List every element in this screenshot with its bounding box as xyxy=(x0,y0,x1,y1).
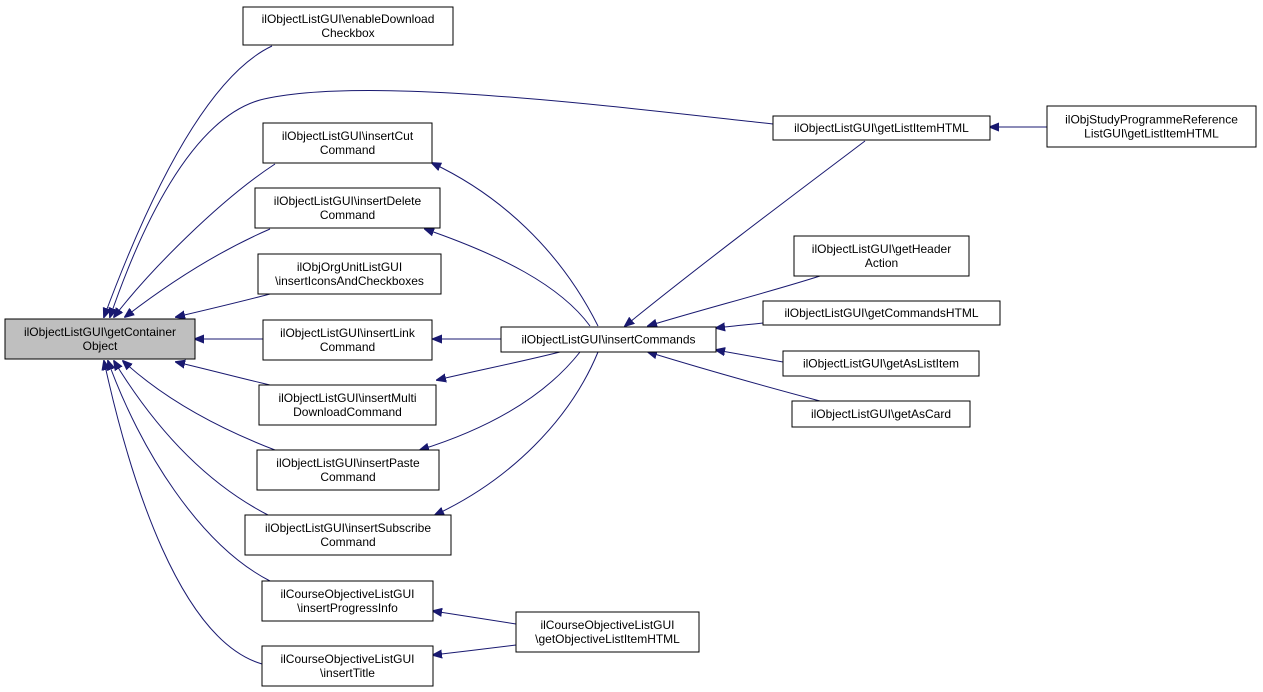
node-box xyxy=(4,318,196,360)
edge-insertMultiDownloadCommand-to-getContainerObject xyxy=(176,362,271,386)
node-label: Command xyxy=(320,143,375,157)
node-box xyxy=(242,6,454,46)
edge-insertCommands-to-insertCutCommand xyxy=(432,163,599,327)
edge-getAsListItem-to-insertCommands xyxy=(716,350,784,363)
edge-getListItemHTML-to-insertCommands xyxy=(625,140,866,326)
edge-getObjectiveListItemHTML-to-insertTitle xyxy=(433,644,517,655)
node-label: \insertIconsAndCheckboxes xyxy=(275,274,424,288)
node-box xyxy=(791,400,971,428)
node-getAsListItem[interactable]: ilObjectListGUI\getAsListItem xyxy=(782,350,980,377)
node-box xyxy=(262,122,433,164)
node-insertCommands[interactable]: ilObjectListGUI\insertCommands xyxy=(500,326,717,353)
edge-insertDeleteCommand-to-getContainerObject xyxy=(125,228,271,317)
edge-getObjectiveListItemHTML-to-insertProgressInfo xyxy=(433,611,517,625)
node-label: Command xyxy=(320,470,375,484)
edge-insertCommands-to-insertDeleteCommand xyxy=(425,229,591,327)
node-label: ilCourseObjectiveListGUI xyxy=(280,652,414,666)
node-insertTitle[interactable]: ilCourseObjectiveListGUI\insertTitle xyxy=(261,645,434,687)
node-label: ilObjectListGUI\getAsCard xyxy=(811,407,951,421)
edge-insertCommands-to-insertSubscribeCommand xyxy=(435,351,599,515)
edge-insertCutCommand-to-getContainerObject xyxy=(114,163,276,317)
node-getAsCard[interactable]: ilObjectListGUI\getAsCard xyxy=(791,400,971,428)
node-box xyxy=(262,319,433,361)
nodes-layer: ilObjectListGUI\getContainerObjectilObje… xyxy=(4,6,1257,687)
edge-getHeaderAction-to-insertCommands xyxy=(648,275,821,326)
node-label: \insertProgressInfo xyxy=(297,601,398,615)
node-box xyxy=(256,449,440,491)
node-label: \getObjectiveListItemHTML xyxy=(535,632,680,646)
node-label: ilObjOrgUnitListGUI xyxy=(297,260,402,274)
node-box xyxy=(793,235,970,277)
node-getCommandsHTML[interactable]: ilObjectListGUI\getCommandsHTML xyxy=(762,300,1001,326)
edge-insertPasteCommand-to-getContainerObject xyxy=(123,361,276,451)
node-box xyxy=(261,580,434,622)
node-getListItemHTML[interactable]: ilObjectListGUI\getListItemHTML xyxy=(772,115,991,141)
node-label: Object xyxy=(83,339,118,353)
node-label: Command xyxy=(320,340,375,354)
node-label: ilObjectListGUI\getListItemHTML xyxy=(794,121,969,135)
node-label: ilCourseObjectiveListGUI xyxy=(540,618,674,632)
node-box xyxy=(500,326,717,353)
node-label: ListGUI\getListItemHTML xyxy=(1084,127,1219,141)
node-label: ilObjectListGUI\getCommandsHTML xyxy=(784,306,978,320)
node-box xyxy=(244,514,452,556)
node-box xyxy=(1046,105,1257,148)
node-insertMultiDownloadCommand[interactable]: ilObjectListGUI\insertMultiDownloadComma… xyxy=(258,384,437,426)
edge-insertSubscribeCommand-to-getContainerObject xyxy=(114,361,269,516)
node-getObjectiveListItemHTML[interactable]: ilCourseObjectiveListGUI\getObjectiveLis… xyxy=(515,611,700,653)
node-box xyxy=(254,187,441,229)
edge-getCommandsHTML-to-insertCommands xyxy=(716,323,764,328)
edge-getListItemHTML-to-getContainerObject xyxy=(110,89,774,317)
node-label: DownloadCommand xyxy=(293,405,402,419)
node-studyProgrammeGetListItemHTML[interactable]: ilObjStudyProgrammeReferenceListGUI\getL… xyxy=(1046,105,1257,148)
node-box xyxy=(515,611,700,653)
node-insertIconsAndCheckboxes[interactable]: ilObjOrgUnitListGUI\insertIconsAndCheckb… xyxy=(257,253,442,295)
node-label: Command xyxy=(320,208,375,222)
node-box xyxy=(261,645,434,687)
node-label: ilObjectListGUI\getHeader xyxy=(812,242,951,256)
edge-insertProgressInfo-to-getContainerObject xyxy=(108,361,271,582)
node-box xyxy=(762,300,1001,326)
edge-insertTitle-to-getContainerObject xyxy=(104,361,263,665)
node-label: ilObjectListGUI\insertPaste xyxy=(276,456,420,470)
edge-insertCommands-to-insertMultiDownloadCommand xyxy=(437,351,561,380)
node-box xyxy=(257,253,442,295)
node-label: \insertTitle xyxy=(320,666,375,680)
node-label: ilObjectListGUI\insertCut xyxy=(282,129,414,143)
node-label: Action xyxy=(865,256,898,270)
node-box xyxy=(782,350,980,377)
node-label: ilObjStudyProgrammeReference xyxy=(1065,113,1238,127)
node-label: ilObjectListGUI\insertDelete xyxy=(274,194,422,208)
node-label: ilObjectListGUI\getContainer xyxy=(24,325,176,339)
node-label: ilObjectListGUI\insertCommands xyxy=(521,333,695,347)
edge-insertCommands-to-insertPasteCommand xyxy=(420,351,581,450)
node-label: ilObjectListGUI\getAsListItem xyxy=(803,357,959,371)
node-label: ilObjectListGUI\insertMulti xyxy=(278,391,416,405)
node-box xyxy=(772,115,991,141)
node-label: ilObjectListGUI\enableDownload xyxy=(262,12,435,26)
node-label: ilObjectListGUI\insertLink xyxy=(280,326,416,340)
edge-enableDownloadCheckbox-to-getContainerObject xyxy=(104,45,273,317)
node-label: ilObjectListGUI\insertSubscribe xyxy=(265,521,431,535)
node-label: Command xyxy=(320,535,375,549)
edge-getAsCard-to-insertCommands xyxy=(648,352,821,402)
edges-layer xyxy=(104,45,1047,665)
node-insertProgressInfo[interactable]: ilCourseObjectiveListGUI\insertProgressI… xyxy=(261,580,434,622)
edge-insertIconsAndCheckboxes-to-getContainerObject xyxy=(176,293,271,317)
node-label: Checkbox xyxy=(321,26,374,40)
node-box xyxy=(258,384,437,426)
node-label: ilCourseObjectiveListGUI xyxy=(280,587,414,601)
